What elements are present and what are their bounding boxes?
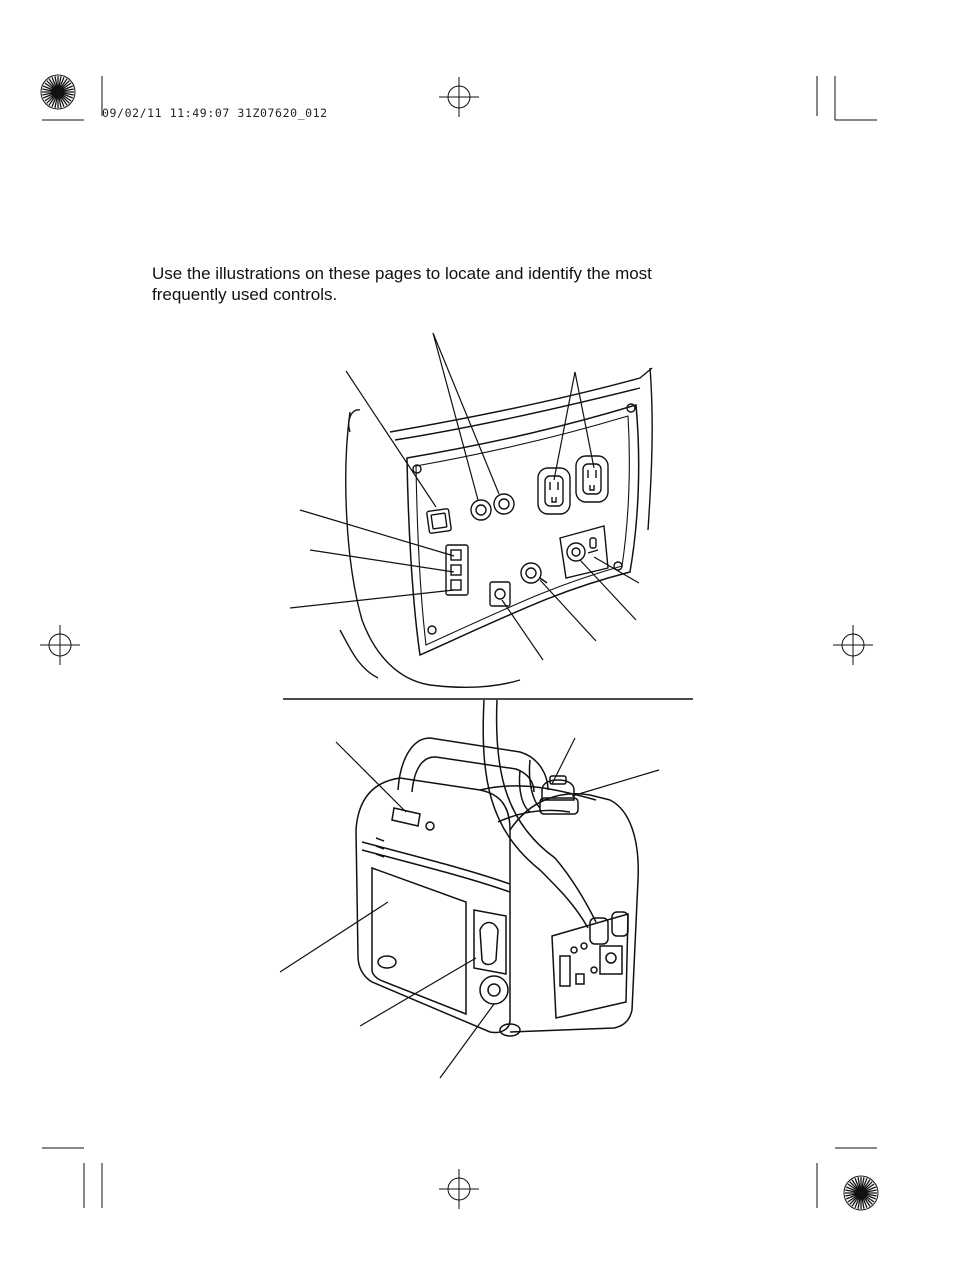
intro-line-2: frequently used controls. xyxy=(152,285,338,304)
starburst-registration-icon xyxy=(40,74,76,110)
starburst-registration-icon xyxy=(843,1175,879,1211)
registration-target-icon xyxy=(832,624,874,666)
intro-paragraph: Use the illustrations on these pages to … xyxy=(152,263,792,305)
print-stamp: 09/02/11 11:49:07 31Z07620_012 xyxy=(102,106,328,120)
control-panel-illustration xyxy=(339,367,653,688)
crop-marks xyxy=(39,74,879,1211)
leader-lines-top xyxy=(289,332,640,661)
intro-line-1: Use the illustrations on these pages to … xyxy=(152,264,652,283)
leader-lines-bottom xyxy=(279,737,660,1079)
generator-illustration xyxy=(355,699,639,1037)
registration-target-icon xyxy=(39,624,81,666)
registration-target-icon xyxy=(438,76,480,118)
registration-target-icon xyxy=(438,1168,480,1210)
